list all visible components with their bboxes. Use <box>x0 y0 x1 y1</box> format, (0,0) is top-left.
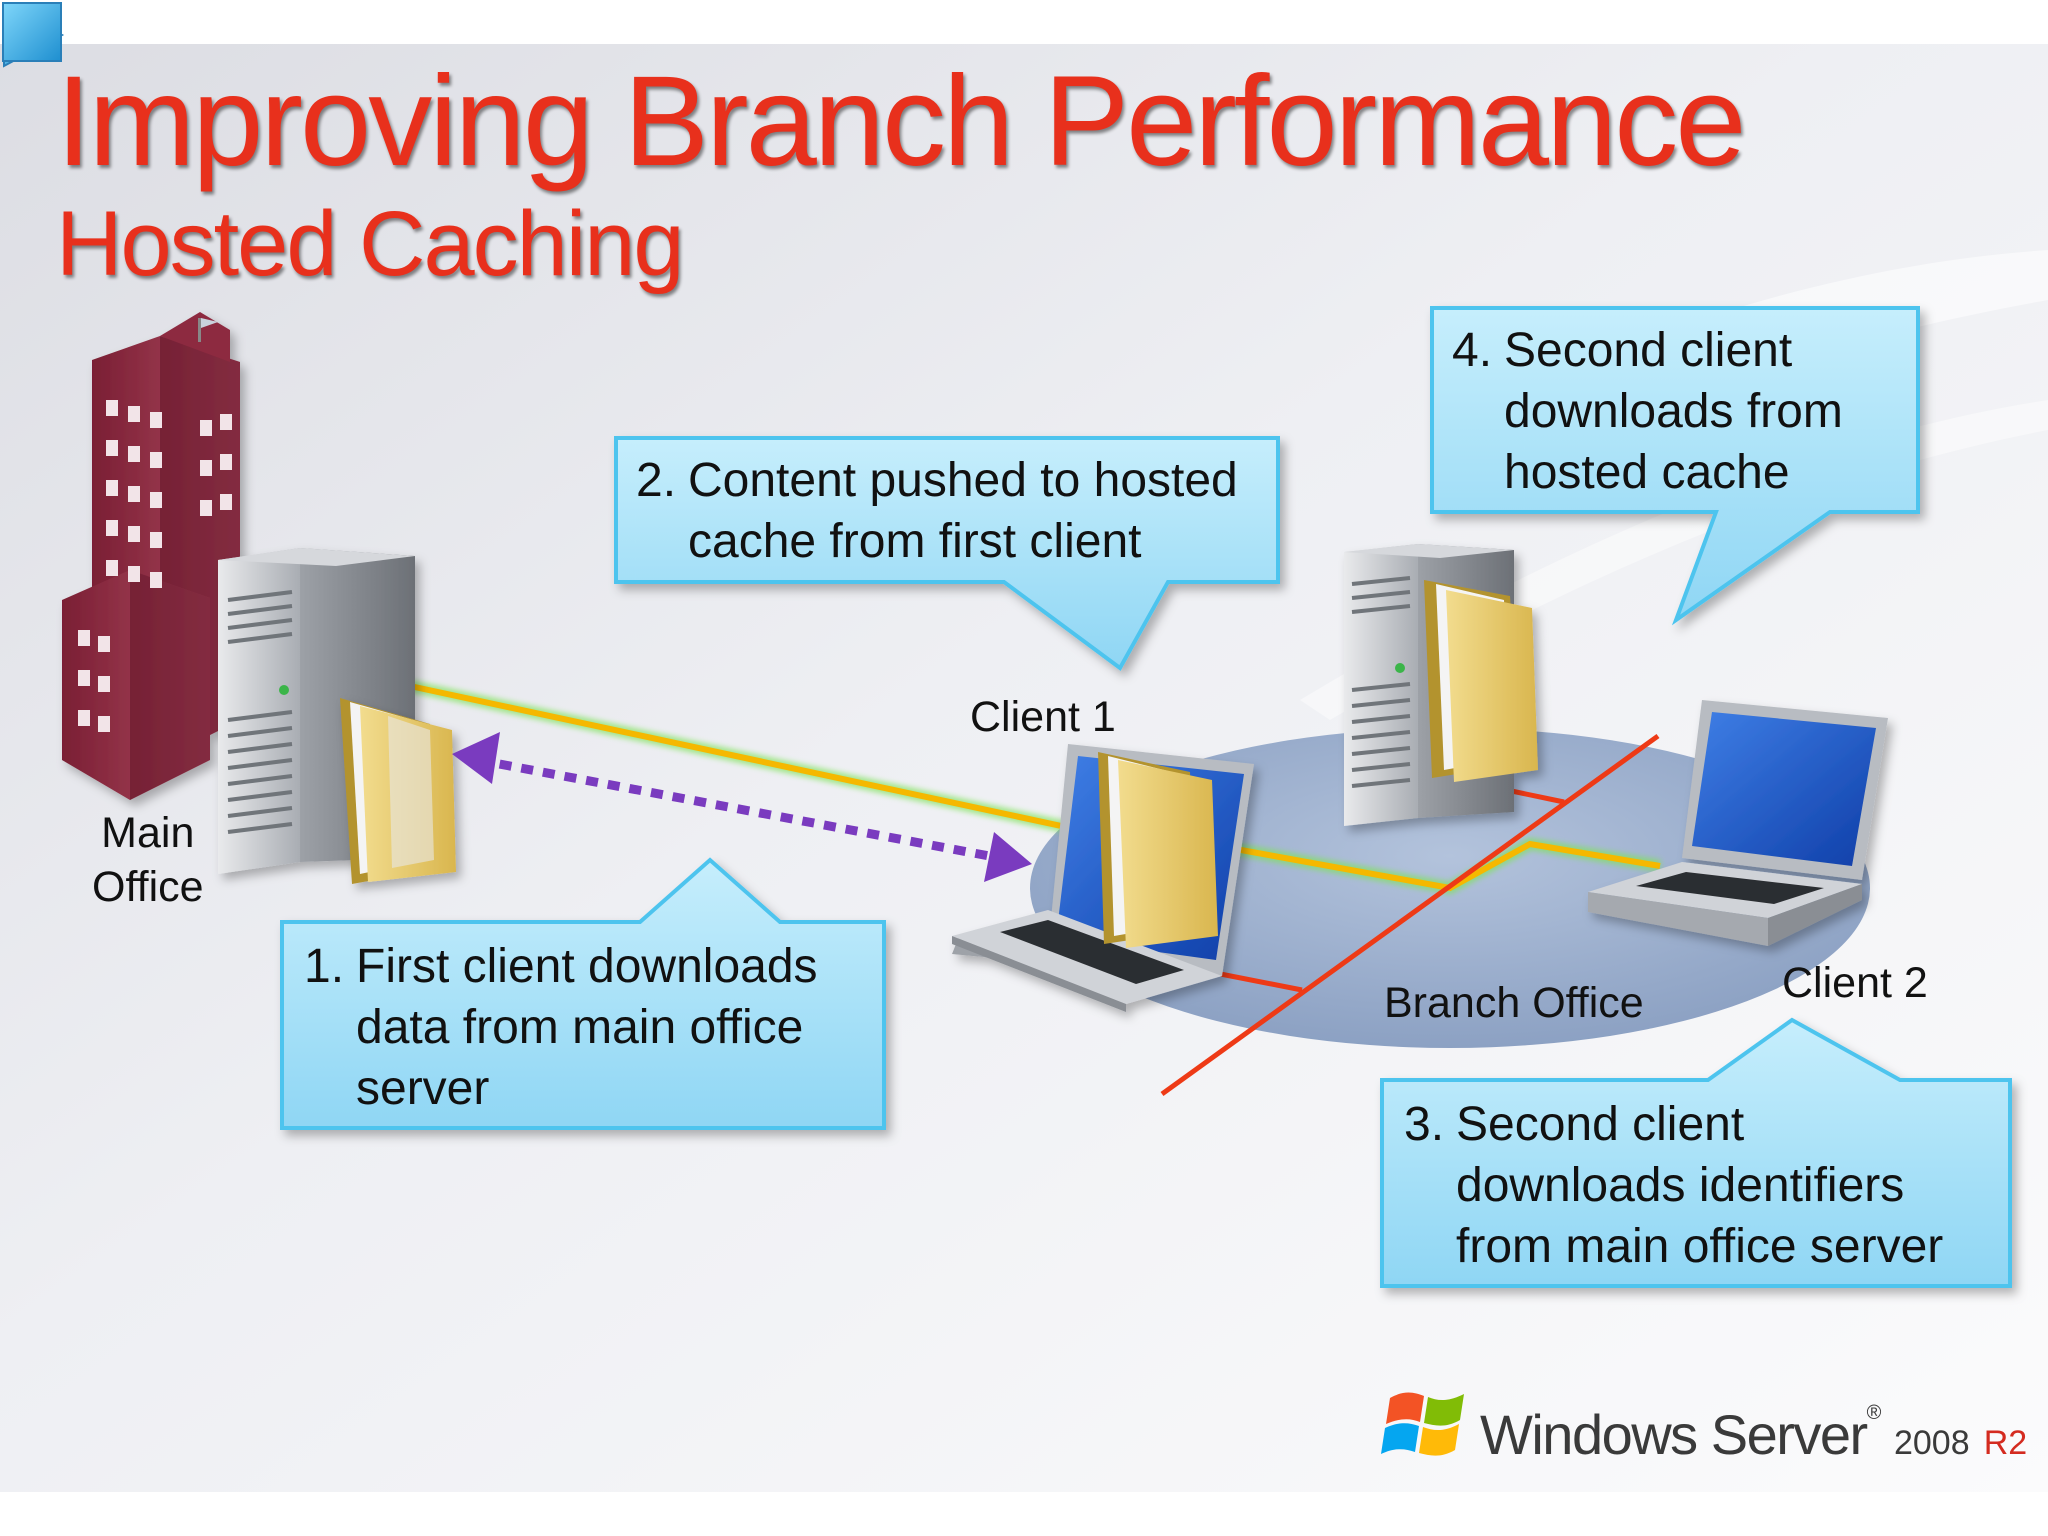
client1-label: Client 1 <box>970 693 1116 741</box>
callout-1-line: server <box>356 1062 490 1115</box>
main-office-building-icon <box>62 312 240 800</box>
main-office-label: Main Office <box>92 809 204 912</box>
callout-1-number: 1. <box>304 940 345 993</box>
callout-3-text: 3.Second client downloads identifiers fr… <box>1404 1094 1943 1277</box>
client1-laptop-icon <box>952 744 1254 1012</box>
callout-1-line: First client downloads <box>356 940 818 993</box>
callout-2-line: cache from first client <box>688 515 1142 568</box>
transfer-arrow <box>452 732 1032 882</box>
logo-brand: Windows Server <box>1480 1403 1868 1466</box>
stop-icon[interactable] <box>0 0 64 64</box>
wan-link <box>408 680 1662 895</box>
callout-3-bubble <box>1380 1017 2012 1288</box>
callout-3-line: downloads identifiers <box>1456 1159 1905 1212</box>
callout-1-text: 1.First client downloads data from main … <box>304 936 818 1119</box>
windows-server-wordmark: Windows Server® 2008 R2 <box>1480 1402 2028 1466</box>
callout-4-line: Second client <box>1504 324 1793 377</box>
callout-3-line: Second client <box>1456 1098 1745 1151</box>
client2-label: Client 2 <box>1782 959 1928 1007</box>
callout-2-line: Content pushed to hosted <box>688 454 1238 507</box>
callout-4-text: 4.Second client downloads from hosted ca… <box>1452 320 1843 503</box>
client2-laptop-icon <box>1588 700 1888 946</box>
callout-4-number: 4. <box>1452 324 1493 377</box>
branch-office-label: Branch Office <box>1384 979 1644 1027</box>
callout-3-number: 3. <box>1404 1098 1445 1151</box>
slide-title: Improving Branch Performance <box>56 50 1746 193</box>
callout-1-bubble <box>280 857 886 1130</box>
callout-4-line: downloads from <box>1504 385 1843 438</box>
logo-version: 2008 <box>1893 1424 1970 1462</box>
callout-2-number: 2. <box>636 454 677 507</box>
callout-2-text: 2.Content pushed to hosted cache from fi… <box>636 450 1238 572</box>
callout-1-line: data from main office <box>356 1001 804 1054</box>
windows-flag-icon <box>1381 1392 1464 1456</box>
slide-subtitle: Hosted Caching <box>56 193 685 295</box>
logo-edition: R2 <box>1983 1424 2028 1462</box>
hosted-cache-server-icon <box>1344 544 1538 826</box>
callout-3-line: from main office server <box>1456 1220 1944 1273</box>
windows-server-logo: Windows Server® 2008 R2 <box>1380 1372 2027 1472</box>
callout-4-line: hosted cache <box>1504 446 1790 499</box>
main-office-folder-icon <box>340 698 456 884</box>
callout-4-bubble <box>1430 306 1920 626</box>
callout-2-bubble <box>614 436 1280 671</box>
